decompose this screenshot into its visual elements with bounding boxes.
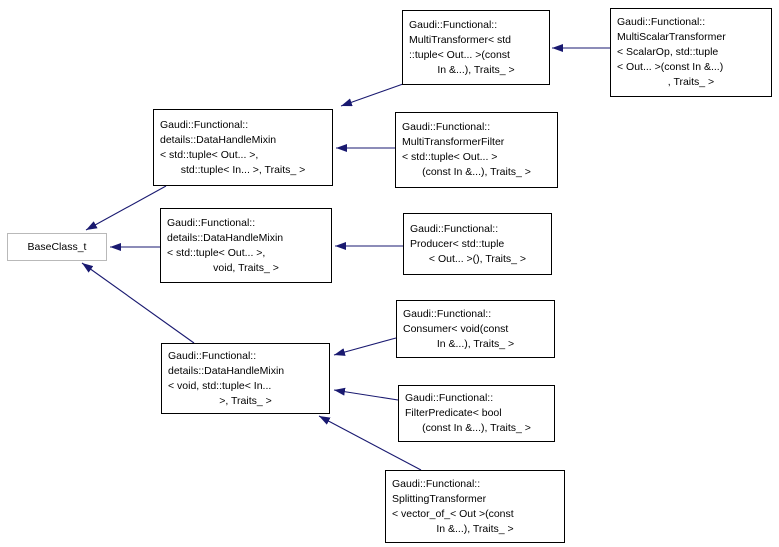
- multi-transformer-node[interactable]: Gaudi::Functional::MultiTransformer< std…: [402, 10, 550, 85]
- class-label-line: , Traits_ >: [667, 76, 715, 88]
- class-label-line: details::DataHandleMixin: [167, 231, 284, 244]
- class-label-line: < Out... >(const In &...): [617, 61, 724, 73]
- inheritance-arrow-data-handle-mixin-tuple-tuple-to-base-class-t: [85, 185, 167, 231]
- multi-transformer-filter-node[interactable]: Gaudi::Functional::MultiTransformerFilte…: [395, 112, 558, 188]
- class-label-line: < void, std::tuple< In...: [168, 379, 272, 392]
- class-label-line: In &...), Traits_ >: [436, 522, 514, 535]
- class-label-line: < Out... >(), Traits_ >: [428, 252, 527, 265]
- class-label-line: MultiTransformerFilter: [402, 136, 505, 148]
- multi-scalar-transformer-node[interactable]: Gaudi::Functional::MultiScalarTransforme…: [610, 8, 772, 97]
- class-label-line: Gaudi::Functional::: [403, 307, 492, 320]
- inheritance-arrow-consumer-to-data-handle-mixin-void-tuple: [333, 337, 397, 356]
- producer-node[interactable]: Gaudi::Functional::Producer< std::tuple<…: [403, 213, 552, 275]
- class-label-line: Gaudi::Functional::: [160, 118, 249, 131]
- class-label-line: void, Traits_ >: [213, 261, 279, 274]
- filter-predicate-node[interactable]: Gaudi::Functional::FilterPredicate< bool…: [398, 385, 555, 442]
- inheritance-arrow-filter-predicate-to-data-handle-mixin-void-tuple: [333, 387, 399, 401]
- class-label-line: SplittingTransformer: [392, 492, 487, 505]
- class-label-line: Gaudi::Functional::: [410, 222, 499, 235]
- inheritance-arrow-multi-transformer-to-data-handle-mixin-tuple-tuple: [340, 83, 404, 107]
- class-label-line: < std::tuple< Out... >,: [167, 246, 266, 259]
- class-label-line: < vector_of_< Out >(const: [392, 507, 514, 520]
- class-label-line: In &...), Traits_ >: [437, 63, 515, 76]
- splitting-transformer-node[interactable]: Gaudi::Functional::SplittingTransformer<…: [385, 470, 565, 543]
- class-label-line: In &...), Traits_ >: [436, 337, 515, 350]
- class-label-line: (const In &...), Traits_ >: [422, 166, 531, 178]
- class-label-line: (const In &...), Traits_ >: [422, 422, 531, 434]
- class-label-line: Gaudi::Functional::: [392, 477, 481, 490]
- class-label-line: Gaudi::Functional::: [405, 392, 494, 404]
- class-label-line: Gaudi::Functional::: [402, 121, 491, 133]
- class-label-line: ::tuple< Out... >(const: [409, 48, 510, 61]
- class-label-line: < ScalarOp, std::tuple: [617, 46, 719, 58]
- class-label-line: std::tuple< In... >, Traits_ >: [180, 163, 306, 176]
- class-label-line: Gaudi::Functional::: [617, 16, 706, 28]
- class-label-line: MultiScalarTransformer: [617, 31, 726, 43]
- class-label-line: Gaudi::Functional::: [168, 349, 257, 362]
- class-label-line: BaseClass_t: [27, 240, 87, 253]
- base-class-t-node: BaseClass_t: [7, 233, 107, 261]
- class-label-line: < std::tuple< Out... >: [402, 151, 498, 163]
- class-label-line: >, Traits_ >: [219, 394, 272, 407]
- class-label-line: Producer< std::tuple: [410, 237, 505, 250]
- inheritance-arrow-data-handle-mixin-void-tuple-to-base-class-t: [81, 262, 195, 344]
- class-label-line: details::DataHandleMixin: [160, 133, 277, 146]
- data-handle-mixin-void-tuple-node[interactable]: Gaudi::Functional::details::DataHandleMi…: [161, 343, 330, 414]
- class-label-line: FilterPredicate< bool: [405, 407, 502, 419]
- class-label-line: Gaudi::Functional::: [409, 18, 498, 31]
- class-label-line: < std::tuple< Out... >,: [160, 148, 259, 161]
- class-label-line: Gaudi::Functional::: [167, 216, 256, 229]
- class-label-line: details::DataHandleMixin: [168, 364, 285, 377]
- class-label-line: Consumer< void(const: [403, 322, 509, 335]
- data-handle-mixin-tuple-void-node[interactable]: Gaudi::Functional::details::DataHandleMi…: [160, 208, 332, 283]
- data-handle-mixin-tuple-tuple-node[interactable]: Gaudi::Functional::details::DataHandleMi…: [153, 109, 333, 186]
- inheritance-arrow-splitting-transformer-to-data-handle-mixin-void-tuple: [318, 415, 422, 471]
- class-label-line: MultiTransformer< std: [409, 33, 512, 46]
